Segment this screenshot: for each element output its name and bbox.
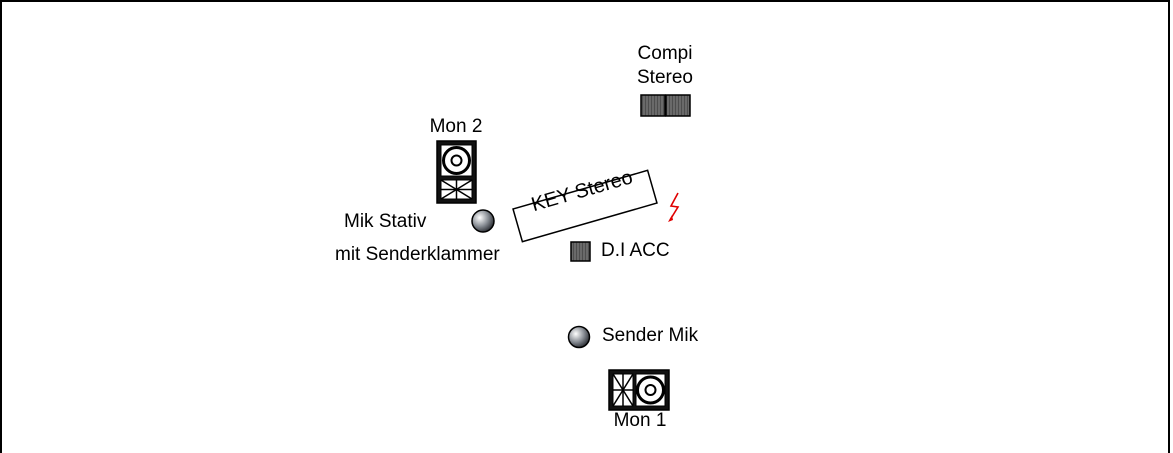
- mik-stativ-label-line2: mit Senderklammer: [335, 244, 500, 265]
- mik-stativ-microphone-icon: [471, 209, 495, 233]
- compi-stereo-label-line1: Compi: [637, 43, 693, 64]
- compi-stereo-amp-icon: [640, 94, 691, 117]
- mon2-label: Mon 2: [429, 116, 483, 137]
- mon2-monitor-wedge-icon: [436, 140, 477, 204]
- compi-stereo-label-line2: Stereo: [637, 67, 693, 88]
- power-outlet-icon: [668, 192, 680, 222]
- mik-stativ-label-line1: Mik Stativ: [344, 211, 427, 232]
- di-acc-label: D.I ACC: [601, 240, 670, 261]
- di-acc-box-icon: [570, 241, 591, 262]
- sender-mik-microphone-icon: [567, 325, 591, 349]
- mon1-monitor-wedge-icon: [608, 369, 670, 411]
- mon1-label: Mon 1: [613, 410, 667, 431]
- key-stereo-box: [512, 169, 658, 243]
- sender-mik-label: Sender Mik: [602, 325, 699, 346]
